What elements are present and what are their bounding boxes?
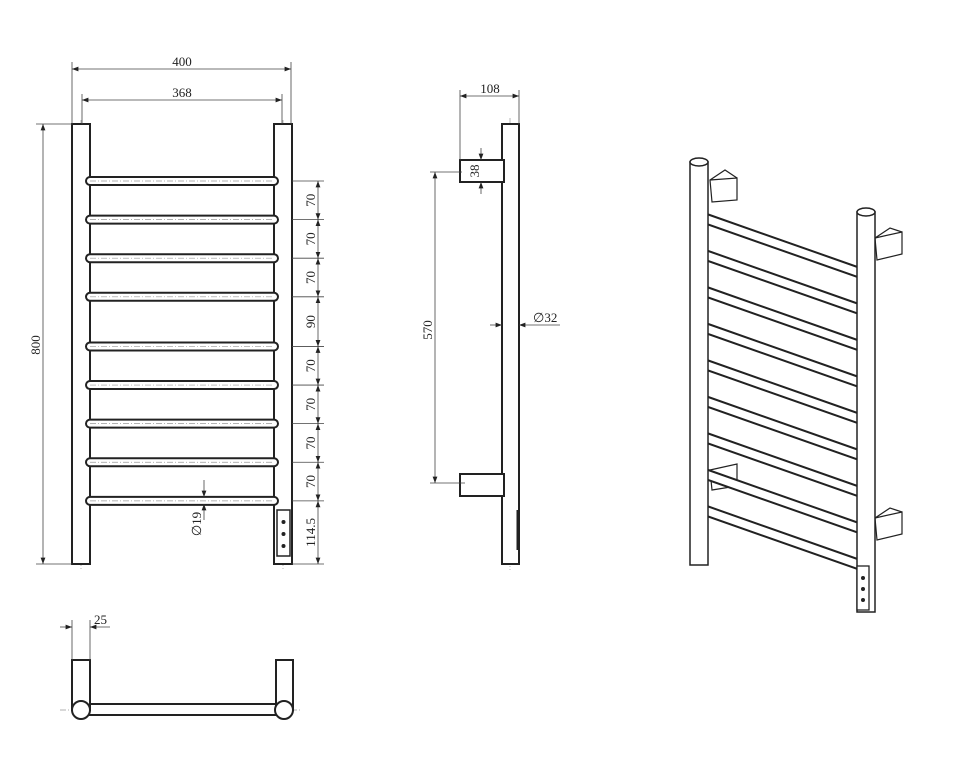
controller-button — [281, 544, 286, 548]
dim-bracket-height: 38 — [467, 165, 482, 178]
perspective-rung — [698, 211, 867, 282]
front-view: 400 368 800 70 70 70 90 70 70 70 70 114.5 ∅19 — [28, 54, 324, 570]
dim-bar-diameter: ∅19 — [189, 512, 204, 536]
perspective-rung — [698, 394, 867, 464]
side-post — [501, 123, 520, 565]
controller-button — [281, 520, 286, 524]
perspective-rung — [698, 430, 867, 501]
dim-spacing: 114.5 — [303, 518, 318, 547]
dim-bracket-spacing: 570 — [420, 320, 435, 340]
dim-spacing: 70 — [303, 436, 318, 449]
perspective-rung — [698, 467, 867, 537]
dim-inner-width: 368 — [172, 85, 192, 100]
dim-offset: 25 — [94, 612, 107, 627]
perspective-rung — [698, 321, 867, 391]
dim-spacing: 70 — [303, 359, 318, 372]
dim-spacing: 70 — [303, 398, 318, 411]
dim-depth: 108 — [480, 81, 500, 96]
dim-spacing: 90 — [303, 315, 318, 328]
perspective-rung — [698, 284, 867, 355]
dim-spacing: 70 — [303, 232, 318, 245]
perspective-rung — [698, 357, 867, 428]
perspective-view — [689, 157, 903, 613]
dim-spacing: 70 — [303, 271, 318, 284]
controller-button — [281, 532, 286, 536]
top-rung — [79, 703, 285, 716]
dim-spacing: 70 — [303, 194, 318, 207]
perspective-rung — [698, 248, 867, 318]
perspective-rung — [698, 503, 867, 574]
rungs — [85, 176, 279, 506]
dim-overall-width: 400 — [172, 54, 192, 69]
perspective-right-post — [856, 211, 876, 613]
dim-post-diameter: ∅32 — [533, 310, 557, 325]
perspective-left-post — [689, 161, 709, 566]
bottom-bracket — [459, 473, 505, 497]
dim-height: 800 — [28, 335, 43, 355]
top-view: 25 — [60, 612, 300, 720]
spacing-dimensions: 70 70 70 90 70 70 70 70 114.5 — [292, 180, 324, 565]
dim-spacing: 70 — [303, 475, 318, 488]
side-view: 108 38 570 ∅32 — [420, 81, 560, 570]
